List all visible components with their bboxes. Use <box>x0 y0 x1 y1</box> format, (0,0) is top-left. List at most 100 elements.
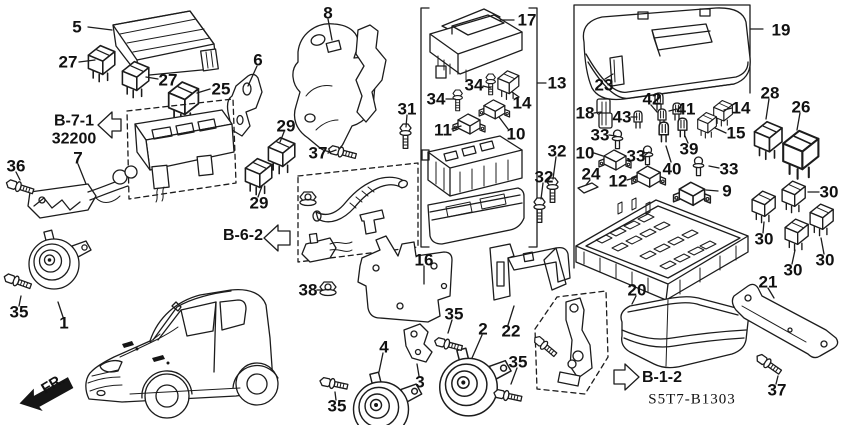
part-label-26-39: 26 <box>791 97 811 117</box>
part-label-3-50: 3 <box>415 372 425 392</box>
bolt-32-b <box>533 197 546 224</box>
relay-30-b <box>751 190 776 224</box>
horn-2 <box>439 347 512 417</box>
part-label-18-23: 18 <box>575 103 595 123</box>
detail-box-b12 <box>531 290 609 395</box>
part-label-27-2: 27 <box>158 70 178 90</box>
part-label-8-5: 8 <box>323 3 333 23</box>
bolt-37-b <box>753 351 784 377</box>
part-label-30-40: 30 <box>819 182 839 202</box>
ref-b71-part: 32200 <box>51 131 97 148</box>
ref-arrow-b62 <box>263 224 291 252</box>
part-label-5-0: 5 <box>72 17 82 37</box>
relay-27-b <box>121 60 150 99</box>
relay-30-a <box>781 180 806 214</box>
fuse-holder-18 <box>596 98 613 129</box>
part-label-37-57: 37 <box>767 380 787 400</box>
part-label-11-17: 11 <box>434 120 452 140</box>
bracket-11 <box>452 113 486 135</box>
ref-arrow-b71 <box>97 111 122 139</box>
part-label-40-33: 40 <box>662 159 682 179</box>
cable-clamp <box>359 209 385 235</box>
bracket-10-a <box>478 99 511 120</box>
part-label-24-35: 24 <box>581 164 601 184</box>
part-label-1-56: 1 <box>59 313 69 333</box>
part-label-4-49: 4 <box>379 337 389 357</box>
part-label-43-24: 43 <box>612 107 632 127</box>
car-outline <box>85 288 279 419</box>
group-bracket-13 <box>420 7 547 248</box>
part-label-29-8: 29 <box>276 116 296 136</box>
bolt-35-c <box>432 335 464 354</box>
screw-33-c <box>692 156 705 177</box>
bracket-3 <box>403 323 433 363</box>
part-label-25-3: 25 <box>211 79 231 99</box>
part-label-32-20: 32 <box>534 167 554 187</box>
fr-direction-arrow <box>19 377 74 412</box>
bolt-31 <box>399 123 412 150</box>
part-label-34-14: 34 <box>464 75 484 95</box>
part-label-14-16: 14 <box>512 93 532 113</box>
main-relay-box <box>575 197 749 301</box>
bolt-34-a <box>485 73 496 96</box>
relay-30-d <box>784 218 809 252</box>
part-label-33-34: 33 <box>719 159 739 179</box>
bracket-16 <box>357 235 453 323</box>
ref-block-b12: B-1-2 <box>641 368 683 386</box>
ref-block-b62: B-6-2 <box>222 226 264 244</box>
horn-1 <box>28 229 92 290</box>
part-label-27-1: 27 <box>58 52 78 72</box>
part-label-30-42: 30 <box>815 250 835 270</box>
part-label-6-4: 6 <box>253 50 263 70</box>
part-label-36-6: 36 <box>6 156 26 176</box>
part-label-33-32: 33 <box>626 146 646 166</box>
nut-38 <box>319 281 337 297</box>
bolt-36 <box>4 177 36 197</box>
lower-tray-13 <box>427 187 525 245</box>
part-label-13-13: 13 <box>547 73 567 93</box>
fuse-43 <box>633 110 643 129</box>
part-label-35-54: 35 <box>327 396 347 416</box>
fuse-box-cover-19 <box>582 7 751 101</box>
relay-30-c <box>809 203 834 237</box>
part-label-14-27: 14 <box>731 98 751 118</box>
part-label-32-19: 32 <box>547 141 567 161</box>
bolt-37-a <box>326 143 358 162</box>
part-label-34-15: 34 <box>426 89 446 109</box>
relay-27-a <box>87 44 116 83</box>
relay-29-b <box>244 157 273 196</box>
ref-block-b71: B-7-1 32200 <box>52 113 97 150</box>
ref-b71-code: B-7-1 <box>53 112 94 130</box>
part-label-20-45: 20 <box>627 280 647 300</box>
part-label-37-10: 37 <box>308 143 328 163</box>
diagram-code: S5T7-B1303 <box>648 391 736 408</box>
part-label-12-36: 12 <box>608 171 628 191</box>
part-label-21-44: 21 <box>758 272 778 292</box>
part-label-22-52: 22 <box>501 321 521 341</box>
bolt-35-b <box>318 375 350 393</box>
relay-26 <box>782 129 820 180</box>
group-bracket-19 <box>573 4 764 269</box>
part-label-16-47: 16 <box>414 250 434 270</box>
bracket-8 <box>292 23 387 153</box>
screw-33-a <box>611 129 624 150</box>
fuse-40 <box>658 121 670 143</box>
horn-4 <box>352 371 423 425</box>
part-label-42-25: 42 <box>642 89 662 109</box>
bracket-9 <box>672 181 712 207</box>
clip-24 <box>577 182 599 194</box>
part-label-23-22: 23 <box>594 75 614 95</box>
part-label-2-51: 2 <box>478 319 488 339</box>
part-label-7-7: 7 <box>73 148 83 168</box>
part-label-38-46: 38 <box>298 280 318 300</box>
part-label-10-31: 10 <box>575 143 595 163</box>
part-label-35-48: 35 <box>444 304 464 324</box>
bolt-35-a <box>1 271 33 292</box>
part-label-15-28: 15 <box>726 123 746 143</box>
detail-box-b71 <box>126 98 237 203</box>
part-label-41-26: 41 <box>676 99 696 119</box>
part-label-35-53: 35 <box>508 352 528 372</box>
relay-box-13 <box>421 135 523 197</box>
